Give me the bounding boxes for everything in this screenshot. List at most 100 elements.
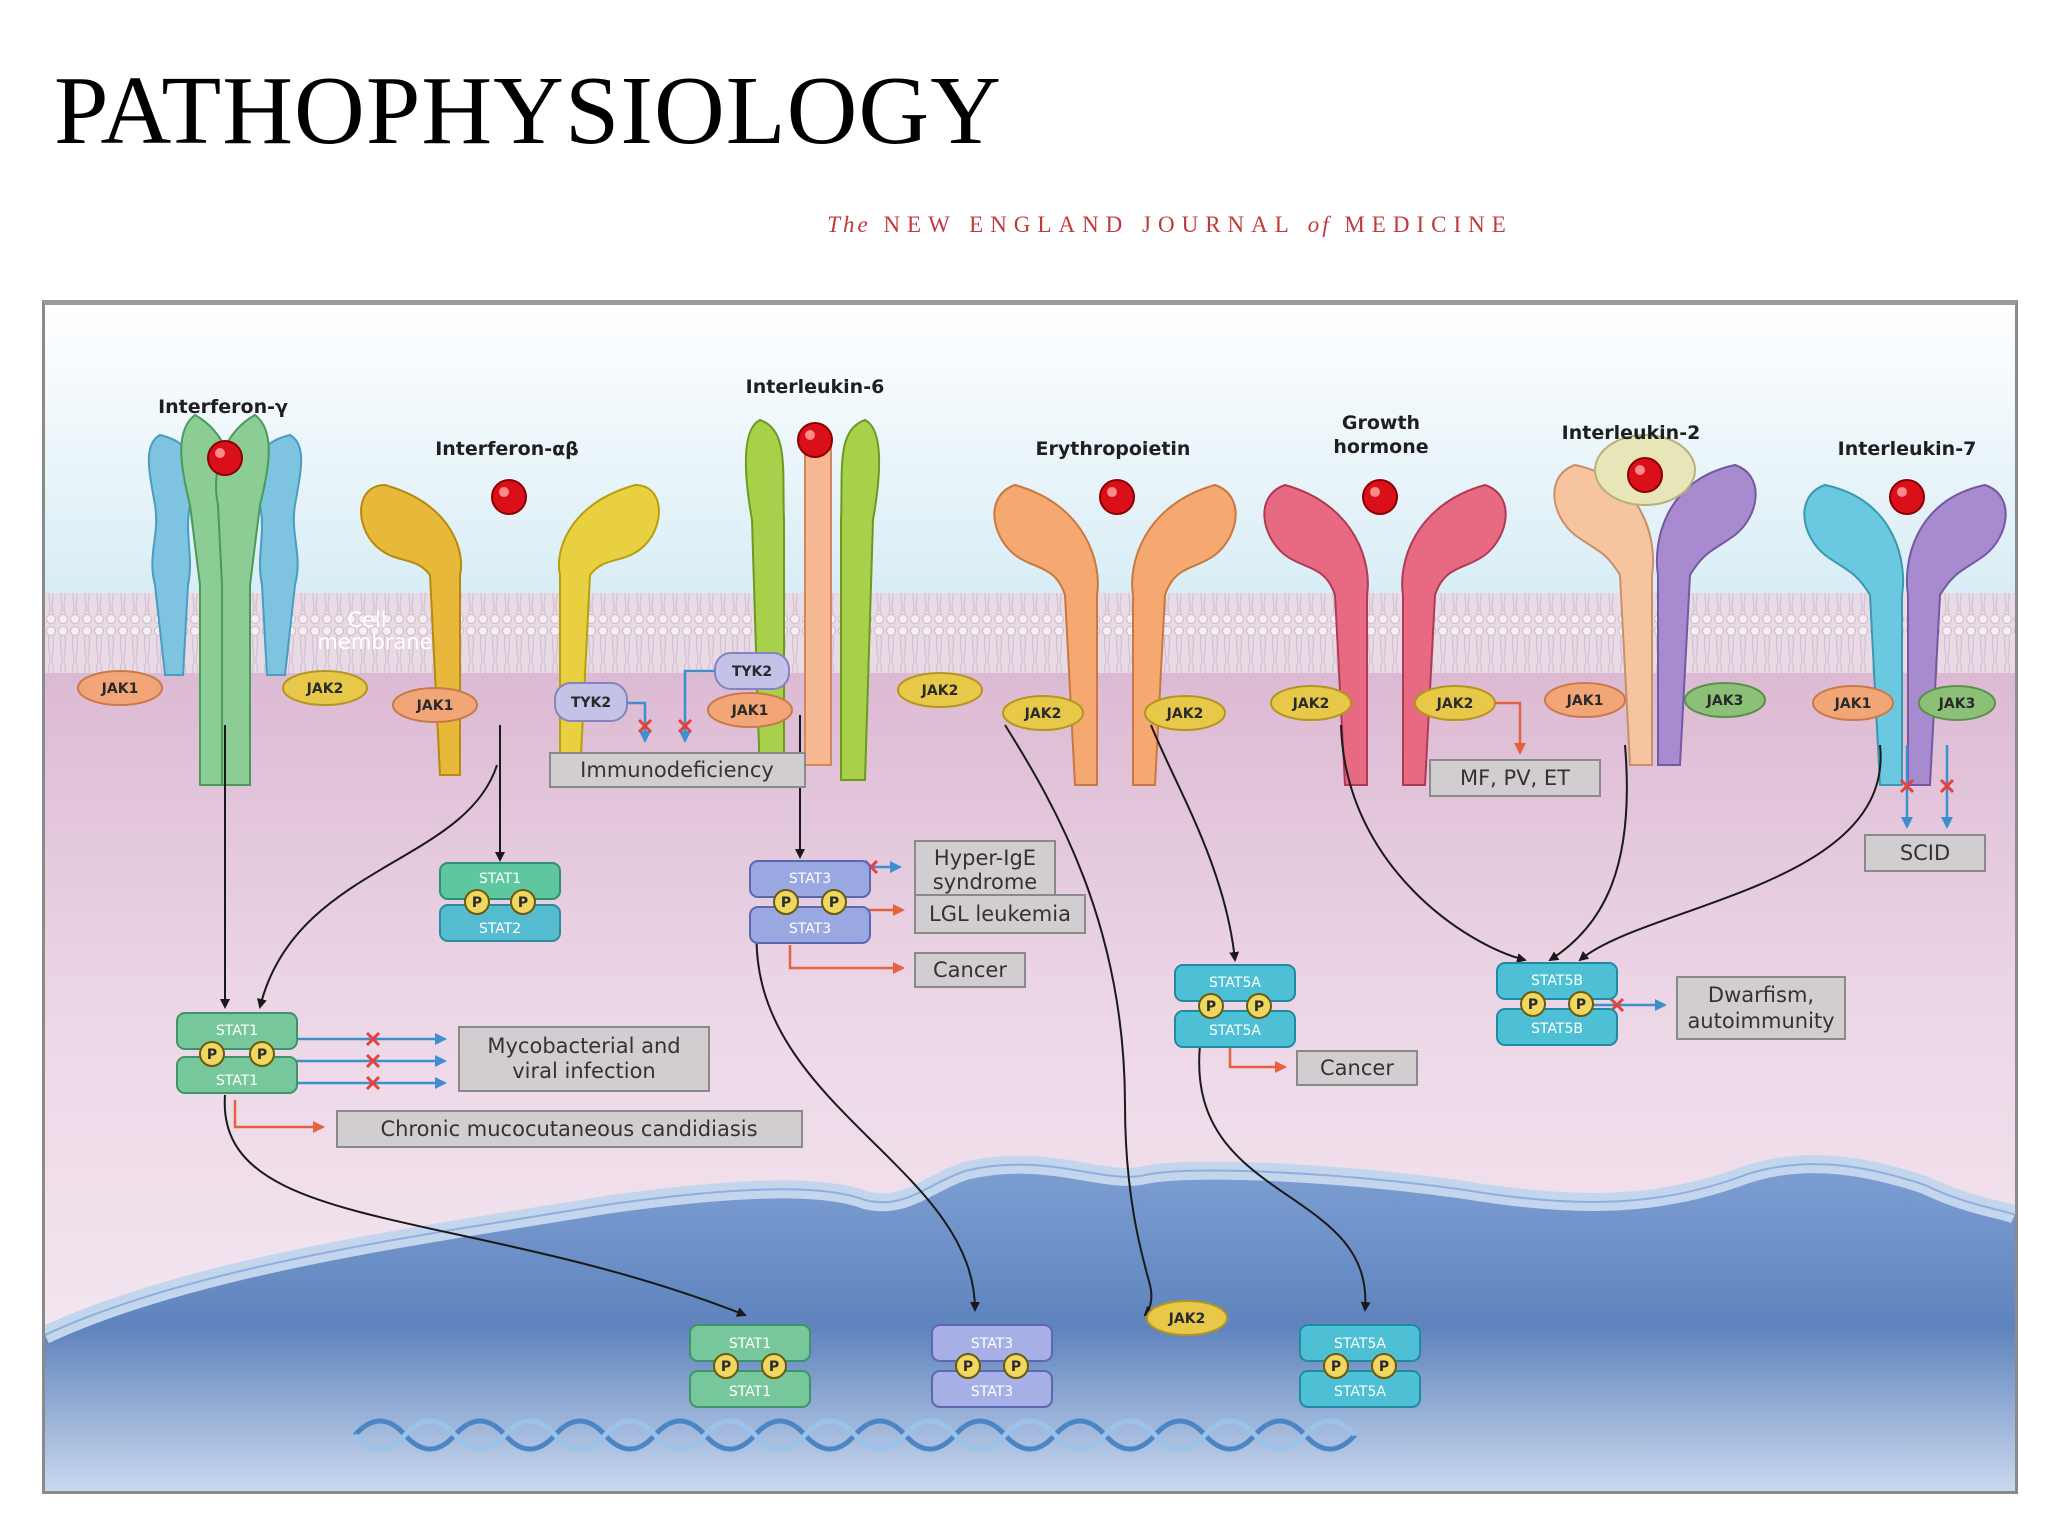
block-x-myco-3	[365, 1075, 381, 1091]
svg-text:JAK1: JAK1	[731, 703, 769, 719]
outcome-mpn: MF, PV, ET	[1429, 759, 1601, 797]
svg-text:P: P	[1576, 997, 1586, 1013]
slide-title: PATHOPHYSIOLOGY	[54, 57, 1002, 165]
svg-text:JAK1: JAK1	[1834, 696, 1872, 712]
svg-text:JAK1: JAK1	[1566, 693, 1604, 709]
jak2-ifng: JAK2	[282, 670, 368, 706]
svg-text:P: P	[1528, 997, 1538, 1013]
svg-text:STAT1: STAT1	[729, 1336, 771, 1352]
arrow-stat1-to-nucleus	[223, 1094, 747, 1317]
svg-text:Cancer: Cancer	[1320, 1056, 1394, 1080]
svg-text:STAT5A: STAT5A	[1334, 1384, 1386, 1400]
block-x-scid-1	[1899, 778, 1915, 794]
svg-text:Immunodeficiency: Immunodeficiency	[580, 758, 774, 782]
svg-text:STAT5B: STAT5B	[1531, 1021, 1583, 1037]
nuclear-envelope-outer	[45, 1163, 2015, 1336]
jak1-il6: JAK1	[707, 692, 793, 728]
outcome-cancer-stat5a: Cancer	[1296, 1050, 1418, 1086]
block-x-tyk2-2	[677, 718, 693, 734]
svg-text:JAK2: JAK2	[306, 681, 344, 697]
arrow-epo-jak2-to-nucleus	[1004, 724, 1155, 1317]
receptor-interferon-alpha-beta	[360, 479, 660, 776]
jak1-ifnab: JAK1	[392, 687, 478, 723]
arrow-to-cmc	[233, 1100, 325, 1133]
svg-text:JAK2: JAK2	[1168, 1311, 1206, 1327]
svg-text:P: P	[781, 895, 791, 911]
stat5b-stat5b-dimer: STAT5B STAT5B P P	[1496, 962, 1618, 1046]
jak-stat-figure: Cell membrane Interferon-γ JAK1 JAK2 Int…	[42, 300, 2018, 1494]
arrow-stat3-to-nucleus	[755, 924, 980, 1312]
stat1-stat2-dimer: STAT1 STAT2 P P	[439, 862, 561, 942]
svg-text:STAT5A: STAT5A	[1209, 1023, 1261, 1039]
outcome-cancer-stat3: Cancer	[914, 952, 1026, 988]
jak2-il6: JAK2	[897, 672, 983, 708]
svg-text:STAT3: STAT3	[789, 871, 831, 887]
outcome-dwarfism: Dwarfism, autoimmunity	[1676, 976, 1846, 1040]
svg-text:Chronic mucocutaneous candidia: Chronic mucocutaneous candidiasis	[380, 1117, 757, 1141]
receptor-interferon-gamma	[147, 413, 303, 786]
outcome-immunodeficiency: Immunodeficiency	[549, 752, 806, 788]
svg-text:P: P	[721, 1359, 731, 1375]
outcome-mycobacterial: Mycobacterial and viral infection	[458, 1026, 710, 1092]
receptor-label-growth-hormone-line1: Growth	[1342, 412, 1420, 434]
arrow-il7-to-stat5b	[1578, 744, 1882, 962]
jak2-gh-right: JAK2	[1414, 685, 1496, 721]
dna-helix	[353, 1418, 1357, 1452]
nuclear-stat1-dimer: STAT1 STAT1 P P	[689, 1324, 811, 1408]
journal-suffix: MEDICINE	[1344, 212, 1513, 237]
journal-header: The NEW ENGLAND JOURNAL of MEDICINE	[760, 212, 1580, 238]
svg-text:P: P	[207, 1047, 217, 1063]
svg-text:JAK2: JAK2	[1166, 706, 1204, 722]
arrow-tyk2-blocked-1	[627, 701, 651, 743]
svg-text:P: P	[829, 895, 839, 911]
svg-text:P: P	[472, 895, 482, 911]
svg-text:STAT5A: STAT5A	[1334, 1336, 1386, 1352]
receptor-label-interleukin-7: Interleukin-7	[1838, 438, 1977, 460]
svg-text:JAK2: JAK2	[1436, 696, 1474, 712]
svg-text:syndrome: syndrome	[933, 870, 1037, 894]
arrow-stat5a-to-nucleus	[1198, 1044, 1371, 1312]
svg-text:Hyper-IgE: Hyper-IgE	[934, 846, 1036, 870]
receptor-label-growth-hormone-line2: hormone	[1333, 436, 1428, 458]
journal-of: of	[1307, 212, 1332, 237]
svg-text:SCID: SCID	[1900, 841, 1950, 865]
jak2-epo-left: JAK2	[1002, 695, 1084, 731]
block-x-tyk2-1	[637, 718, 653, 734]
nuclear-stat5a-dimer: STAT5A STAT5A P P	[1299, 1324, 1421, 1408]
jak1-il2: JAK1	[1544, 682, 1626, 718]
svg-text:JAK3: JAK3	[1938, 696, 1976, 712]
svg-text:MF, PV, ET: MF, PV, ET	[1460, 766, 1570, 790]
svg-text:STAT3: STAT3	[789, 921, 831, 937]
block-x-myco-2	[365, 1053, 381, 1069]
svg-text:TYK2: TYK2	[571, 695, 611, 711]
svg-text:P: P	[963, 1359, 973, 1375]
outcome-hyper-ige: Hyper-IgE syndrome	[914, 840, 1056, 898]
arrow-ifnab-to-stat1	[257, 764, 498, 1009]
jak2-epo-right: JAK2	[1144, 695, 1226, 731]
svg-text:JAK2: JAK2	[1024, 706, 1062, 722]
jak3-il7: JAK3	[1918, 685, 1996, 721]
svg-text:P: P	[257, 1047, 267, 1063]
jak1-ifng: JAK1	[77, 670, 163, 706]
svg-text:P: P	[1011, 1359, 1021, 1375]
arrow-tyk2-blocked-2	[679, 669, 715, 743]
arrow-il2-to-stat5b	[1548, 744, 1628, 962]
receptor-interleukin-2	[1553, 434, 1757, 766]
membrane-label-line2: membrane	[318, 630, 433, 654]
svg-text:P: P	[769, 1359, 779, 1375]
jak-stat-diagram: Cell membrane Interferon-γ JAK1 JAK2 Int…	[45, 305, 2015, 1491]
svg-text:P: P	[518, 895, 528, 911]
outcome-cmc: Chronic mucocutaneous candidiasis	[336, 1110, 803, 1148]
arrow-gh-to-stat5b	[1340, 724, 1527, 963]
svg-text:STAT1: STAT1	[216, 1023, 258, 1039]
svg-text:viral infection: viral infection	[512, 1059, 656, 1083]
svg-text:P: P	[1254, 999, 1264, 1015]
svg-text:STAT1: STAT1	[479, 871, 521, 887]
svg-text:TYK2: TYK2	[732, 664, 772, 680]
arrow-to-cancer-stat5a	[1228, 1045, 1287, 1073]
tyk2-il6: TYK2	[714, 652, 790, 690]
svg-text:Cancer: Cancer	[933, 958, 1007, 982]
svg-text:JAK3: JAK3	[1706, 693, 1744, 709]
svg-text:autoimmunity: autoimmunity	[1687, 1009, 1834, 1033]
svg-text:Mycobacterial and: Mycobacterial and	[487, 1034, 680, 1058]
